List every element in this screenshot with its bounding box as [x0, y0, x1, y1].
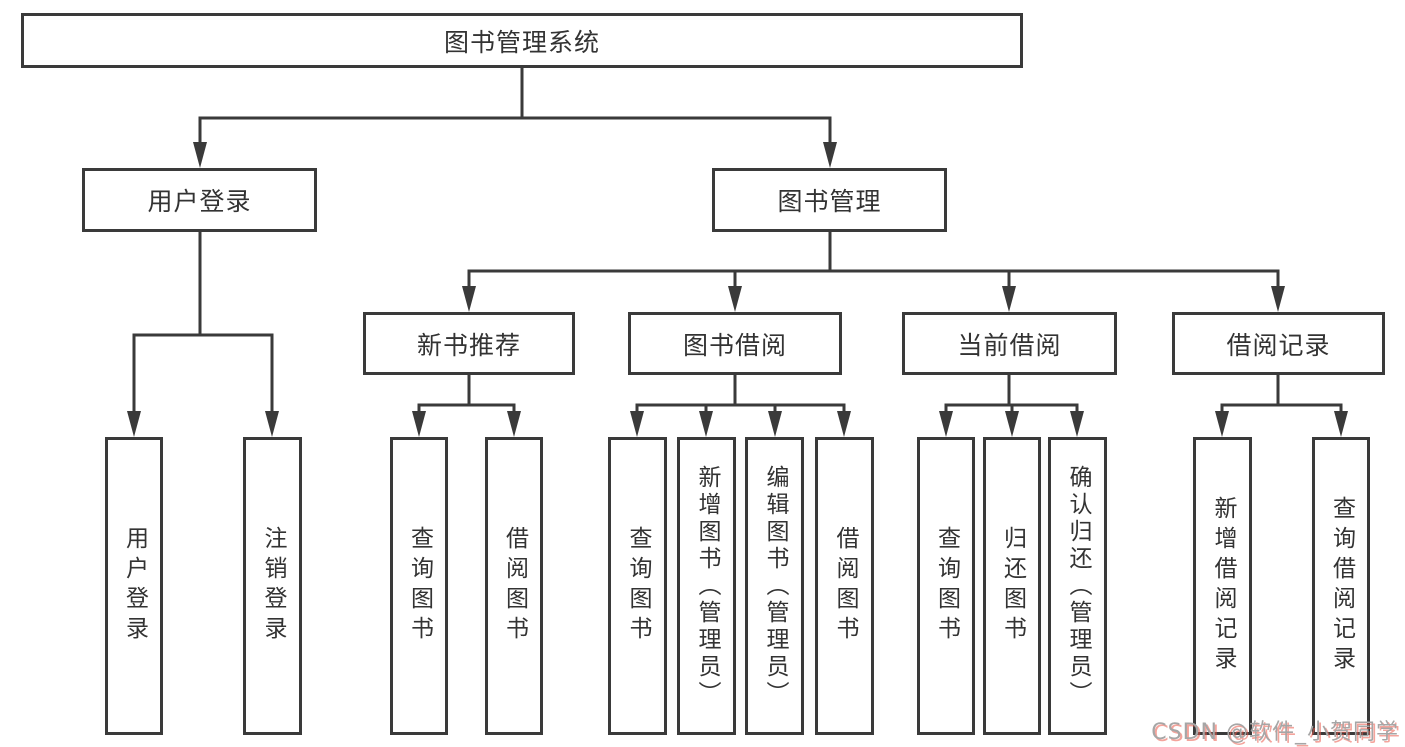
leaf-borrowing-borrow-book: 借阅图书 — [815, 437, 874, 735]
leaf-borrowing-add-book-admin-label: 新增图书（管理员） — [694, 464, 720, 708]
leaf-borrowing-edit-book-admin-label: 编辑图书（管理员） — [762, 464, 788, 708]
leaf-current-return-book-label: 归还图书 — [999, 526, 1026, 646]
leaf-current-query-book: 查询图书 — [917, 437, 975, 735]
leaf-current-query-book-label: 查询图书 — [933, 526, 960, 646]
leaf-records-query-borrow-record: 查询借阅记录 — [1312, 437, 1370, 735]
leaf-borrowing-query-book-label: 查询图书 — [625, 526, 651, 646]
leaf-current-confirm-return-admin-label: 确认归还（管理员） — [1065, 464, 1091, 708]
leaf-records-add-borrow-record-label: 新增借阅记录 — [1210, 496, 1236, 676]
node-new-book-recommendation: 新书推荐 — [363, 312, 575, 375]
leaf-borrowing-add-book-admin: 新增图书（管理员） — [677, 437, 736, 735]
leaf-user-login-label: 用户登录 — [121, 526, 148, 646]
leaf-logout-login: 注销登录 — [243, 437, 302, 735]
leaf-records-add-borrow-record: 新增借阅记录 — [1193, 437, 1252, 735]
leaf-borrowing-query-book: 查询图书 — [608, 437, 667, 735]
node-book-borrowing: 图书借阅 — [628, 312, 842, 375]
csdn-watermark: CSDN @软件_小贺同学 — [1151, 720, 1399, 745]
node-borrowing-records: 借阅记录 — [1172, 312, 1385, 375]
node-library-management-system: 图书管理系统 — [21, 13, 1023, 68]
node-current-borrowing: 当前借阅 — [902, 312, 1117, 375]
leaf-recommend-query-book-label: 查询图书 — [406, 526, 433, 646]
node-user-login: 用户登录 — [82, 168, 317, 232]
leaf-borrowing-borrow-book-label: 借阅图书 — [832, 526, 858, 646]
leaf-current-confirm-return-admin: 确认归还（管理员） — [1048, 437, 1107, 735]
leaf-borrowing-edit-book-admin: 编辑图书（管理员） — [745, 437, 804, 735]
leaf-recommend-borrow-book: 借阅图书 — [485, 437, 543, 735]
leaf-recommend-borrow-book-label: 借阅图书 — [501, 526, 528, 646]
leaf-records-query-borrow-record-label: 查询借阅记录 — [1328, 496, 1355, 676]
node-book-management: 图书管理 — [712, 168, 947, 232]
leaf-current-return-book: 归还图书 — [983, 437, 1041, 735]
leaf-user-login: 用户登录 — [105, 437, 163, 735]
leaf-recommend-query-book: 查询图书 — [390, 437, 448, 735]
leaf-logout-login-label: 注销登录 — [260, 526, 286, 646]
